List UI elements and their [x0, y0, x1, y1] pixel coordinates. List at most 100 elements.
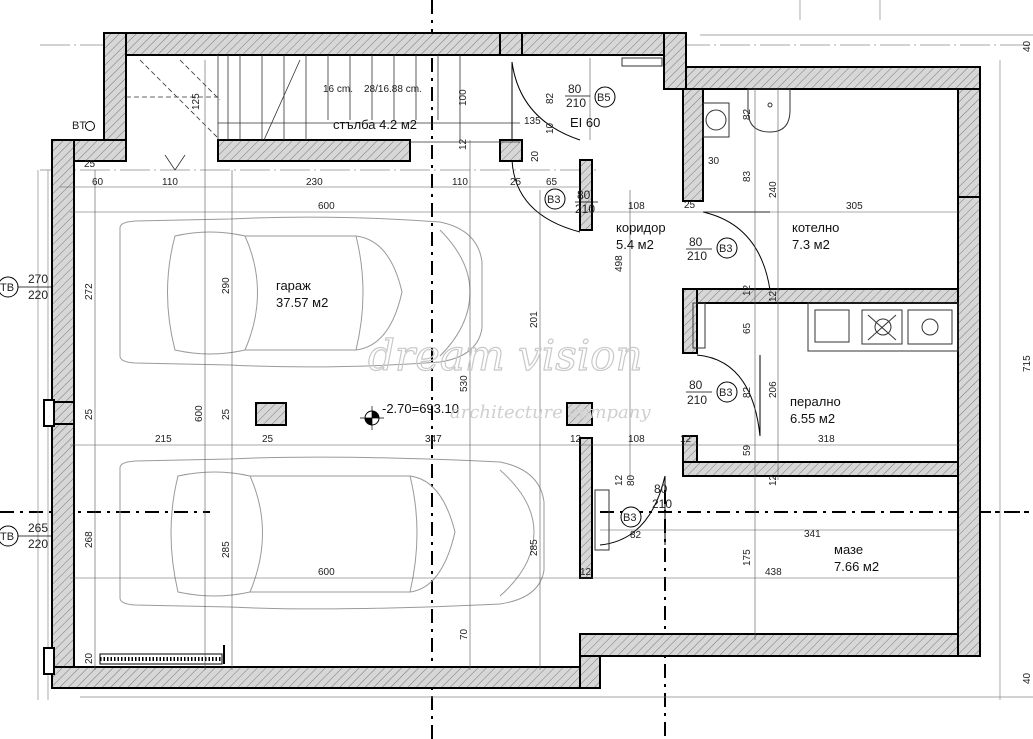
- dim-top-110: 110: [162, 177, 178, 188]
- vdim-290: 290: [221, 277, 232, 294]
- tag-b3-laundry-code: B3: [719, 387, 732, 399]
- dim-305: 305: [846, 201, 863, 212]
- tag-b3-laundry-w: 80: [689, 378, 703, 392]
- room-boiler-area: 7.3 м2: [792, 237, 830, 252]
- dim-12-b: 12: [680, 434, 692, 445]
- tag-b3-bottom: B3 80 210: [620, 482, 672, 528]
- watermark-main: dream vision: [368, 331, 643, 380]
- tag-b5: B5 80 210 EI 60: [565, 82, 616, 130]
- vdim-20-st: 20: [530, 150, 541, 162]
- dim-600-bottom: 600: [318, 567, 335, 578]
- vdim-40-bottom: 40: [1022, 672, 1033, 684]
- vdim-268: 268: [84, 531, 95, 548]
- tag-b3-top-h: 210: [575, 202, 595, 216]
- vdim-10: 10: [545, 122, 556, 134]
- tag-b3-top: B3 80 210: [544, 188, 598, 216]
- level-mark: [360, 406, 384, 430]
- vdim-59: 59: [742, 444, 753, 456]
- vdim-715: 715: [1022, 355, 1033, 372]
- tag-b5-w: 80: [568, 82, 582, 96]
- vdim-25b: 25: [221, 408, 232, 420]
- room-mezzanine-name: мазе: [834, 542, 863, 557]
- bt-label: BT: [72, 120, 86, 132]
- vdim-82-lau: 82: [742, 386, 753, 398]
- vdim-83: 83: [742, 170, 753, 182]
- dim-135: 135: [524, 116, 541, 127]
- dim-top-25: 25: [510, 177, 522, 188]
- garage-door: [99, 645, 225, 665]
- dimension-lines: [60, 58, 960, 670]
- vdim-498: 498: [614, 255, 625, 272]
- bt-marker: [85, 121, 95, 131]
- dim-25-mid: 25: [262, 434, 274, 445]
- room-garage-name: гараж: [276, 278, 311, 293]
- dim-30: 30: [708, 156, 720, 167]
- vertical-dims: 272 268 20 600 25 290 25 285 530 70 201 …: [84, 40, 1033, 684]
- fixtures: [594, 57, 959, 551]
- tag-b3-bottom-code: B3: [623, 512, 636, 524]
- stairs-note-right: 28/16.88 cm.: [364, 84, 422, 95]
- car-bottom: [119, 456, 545, 610]
- room-corridor-name: коридор: [616, 220, 666, 235]
- dim-top-65: 65: [546, 177, 558, 188]
- room-laundry-name: перално: [790, 394, 841, 409]
- watermark-sub: architecture company: [450, 402, 651, 423]
- dim-top-110b: 110: [452, 177, 468, 188]
- stairs: [126, 55, 520, 171]
- tag-tb-bottom: TB 265 220: [0, 521, 52, 551]
- dim-347: 347: [425, 434, 442, 445]
- vdim-12r1: 12: [742, 284, 753, 296]
- dim-25-corr: 25: [684, 200, 696, 211]
- vdim-82-wc: 82: [742, 108, 753, 120]
- tag-b3-bottom-w: 80: [654, 482, 668, 496]
- tag-tb-bottom-h: 220: [28, 537, 48, 551]
- tag-b3-bottom-h: 210: [652, 497, 672, 511]
- vdim-285b: 285: [529, 539, 540, 556]
- vdim-12r2: 12: [768, 290, 779, 302]
- room-stairs-label: стълба 4.2 м2: [333, 117, 417, 132]
- tag-tb-top-h: 220: [28, 288, 48, 302]
- vdim-240: 240: [768, 181, 779, 198]
- tag-b3-corridor-code: B3: [719, 243, 732, 255]
- dim-318: 318: [818, 434, 835, 445]
- dim-top-60: 60: [92, 177, 104, 188]
- tag-tb-top: TB 270 220: [0, 272, 52, 302]
- tag-b5-extra: EI 60: [570, 115, 600, 130]
- vdim-530: 530: [459, 375, 470, 392]
- tag-b3-corridor-w: 80: [689, 235, 703, 249]
- vdim-12-st: 12: [458, 138, 469, 150]
- dim-12-c: 12: [580, 567, 592, 578]
- vdim-70: 70: [459, 628, 470, 640]
- level-mark-label: -2.70=693.10: [382, 401, 459, 416]
- dim-top-230: 230: [306, 177, 323, 188]
- vdim-272: 272: [84, 283, 95, 300]
- room-garage-area: 37.57 м2: [276, 295, 328, 310]
- room-corridor-area: 5.4 м2: [616, 237, 654, 252]
- room-boiler-name: котелно: [792, 220, 839, 235]
- dim-25-bt: 25: [84, 159, 96, 170]
- tag-b3-corridor: B3 80 210: [686, 235, 738, 263]
- vdim-206: 206: [768, 381, 779, 398]
- tag-tb-bottom-w: 265: [28, 521, 48, 535]
- tag-tb-bottom-code: TB: [0, 531, 14, 543]
- vdim-12r3: 12: [768, 474, 779, 486]
- tag-b3-corridor-h: 210: [687, 249, 707, 263]
- tag-b3-top-w: 80: [577, 188, 591, 202]
- vdim-201: 201: [529, 311, 540, 328]
- tag-b5-code: B5: [597, 92, 610, 104]
- vdim-100: 100: [458, 89, 469, 106]
- dim-108-top: 108: [628, 201, 645, 212]
- tag-b3-laundry-h: 210: [687, 393, 707, 407]
- room-laundry-area: 6.55 м2: [790, 411, 835, 426]
- car-top: [119, 216, 483, 368]
- dim-12-a: 12: [570, 434, 582, 445]
- tag-b3-top-code: B3: [547, 194, 560, 206]
- vdim-285a: 285: [221, 541, 232, 558]
- tag-tb-top-w: 270: [28, 272, 48, 286]
- vdim-82-st: 82: [545, 92, 556, 104]
- dim-600-top: 600: [318, 201, 335, 212]
- tag-b5-h: 210: [566, 96, 586, 110]
- dim-215: 215: [155, 434, 172, 445]
- vdim-12-corr: 12: [614, 474, 625, 486]
